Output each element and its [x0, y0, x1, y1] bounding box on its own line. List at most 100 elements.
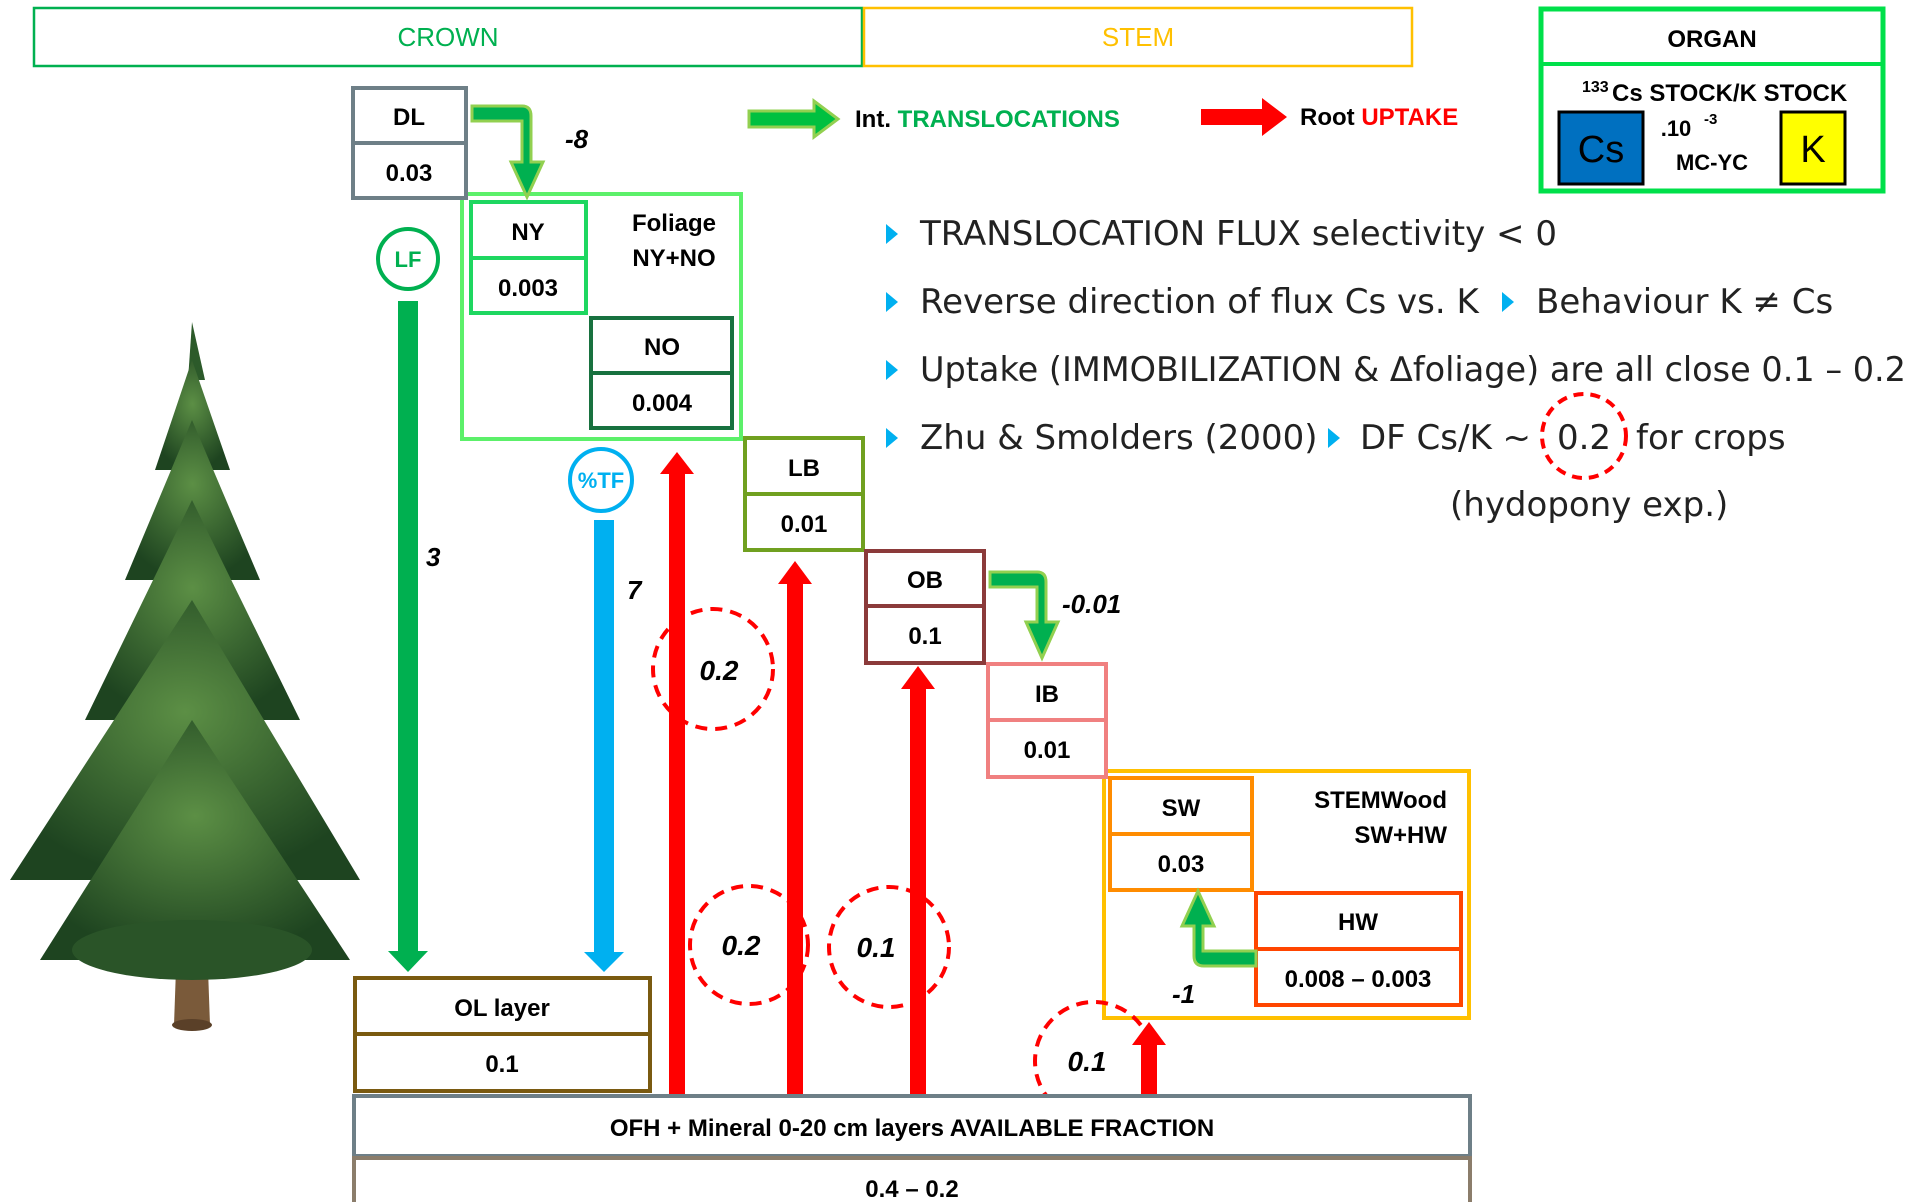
uptake-ob-value: 0.1 [857, 932, 896, 963]
uptake-stem-head [1132, 1022, 1166, 1045]
multiplier-exponent: -3 [1704, 111, 1717, 128]
uptake-foliage-value: 0.2 [700, 655, 739, 686]
df-highlight-circle [1540, 392, 1628, 480]
uptake-foliage: 0.2 [651, 452, 775, 1094]
translocation-hw-sw-value: -1 [1172, 979, 1195, 1009]
uptake-foliage-circle [651, 607, 775, 731]
tree-illustration [10, 322, 360, 1031]
stock-label: Cs STOCK/K STOCK [1612, 80, 1848, 107]
ob-name: OB [907, 567, 943, 594]
arrow-legend: Int. TRANSLOCATIONS Root UPTAKE [747, 98, 1458, 140]
no-value: 0.004 [632, 390, 693, 417]
int-label: Int. TRANSLOCATIONS [855, 106, 1120, 133]
sw-value: 0.03 [1158, 851, 1205, 878]
uptake-lb-shaft [787, 584, 803, 1094]
organ-box-ny: NY 0.003 [469, 200, 588, 315]
lf-circle [376, 227, 440, 291]
stock-superscript: 133 [1582, 79, 1609, 96]
organ-title: ORGAN [1667, 26, 1756, 53]
uptake-lb: 0.2 [688, 561, 812, 1094]
bullet-4c: 0.2 [1557, 418, 1611, 458]
bullet-marker-4 [886, 428, 898, 448]
root-label: Root UPTAKE [1300, 104, 1458, 131]
hw-value: 0.008 – 0.003 [1285, 966, 1432, 993]
uptake-stem-circle [1033, 1000, 1155, 1122]
bullet-2a: Reverse direction of flux Cs vs. K [920, 282, 1480, 322]
organ-box-sw: SW 0.03 [1108, 776, 1254, 892]
bullet-4d: for crops [1636, 418, 1786, 458]
ib-name: IB [1035, 681, 1059, 708]
organ-box-ib: IB 0.01 [986, 662, 1108, 779]
bullet-4b: DF Cs/K ~ [1360, 418, 1531, 458]
bullet-5: (hydopony exp.) [1450, 485, 1728, 525]
uptake-lb-value: 0.2 [722, 930, 761, 961]
uptake-legend-arrow [1201, 98, 1287, 136]
hw-name: HW [1338, 909, 1378, 936]
k-swatch [1779, 110, 1847, 186]
translocation-hw-sw-arrow [1179, 887, 1258, 968]
ny-name: NY [511, 219, 544, 246]
organ-box-hw: HW 0.008 – 0.003 [1254, 891, 1463, 1007]
stem-header: STEM [862, 6, 1414, 68]
uptake-ob-shaft [910, 689, 926, 1094]
organ-legend: ORGAN 133 Cs STOCK/K STOCK Cs .10 -3 MC-… [1538, 6, 1886, 194]
bullet-4a: Zhu & Smolders (2000) [920, 418, 1318, 458]
uptake-foliage-shaft [669, 474, 685, 1094]
bullet-2b: Behaviour K ≠ Cs [1536, 282, 1833, 322]
organ-box-lb: LB 0.01 [743, 436, 865, 552]
stemwood-label-1: STEMWood [1314, 787, 1447, 814]
bullet-marker-3 [886, 360, 898, 380]
no-name: NO [644, 334, 680, 361]
tf-arrow-shaft [594, 520, 614, 952]
translocation-legend-arrow [747, 98, 841, 140]
cs-swatch-label: Cs [1578, 129, 1624, 171]
site-label: MC-YC [1676, 150, 1748, 175]
translocation-ob-ib: -0.01 [988, 570, 1121, 662]
tf-circle [568, 447, 634, 513]
bullet-marker-1 [886, 224, 898, 244]
lf-flux: LF 3 [376, 227, 441, 972]
translocation-ob-ib-value: -0.01 [1062, 589, 1121, 619]
soil-value: 0.4 – 0.2 [865, 1176, 958, 1202]
uptake-lb-circle [688, 884, 810, 1006]
lb-name: LB [788, 455, 820, 482]
organ-box-ob: OB 0.1 [864, 549, 986, 665]
bullet-marker-2b [1502, 292, 1514, 312]
tf-label: %TF [578, 468, 624, 493]
organ-box-no: NO 0.004 [589, 316, 734, 430]
ol-value: 0.1 [485, 1051, 518, 1078]
bullet-1: TRANSLOCATION FLUX selectivity < 0 [919, 214, 1557, 254]
tf-flux: %TF 7 [568, 447, 643, 972]
uptake-stem: 0.1 [1033, 1000, 1166, 1122]
crown-label: CROWN [397, 22, 498, 52]
bullet-marker-4b [1328, 428, 1340, 448]
lf-arrow-head [388, 951, 428, 972]
uptake-lb-head [778, 561, 812, 584]
ol-name: OL layer [454, 995, 550, 1022]
uptake-ob-head [901, 666, 935, 689]
tf-arrow-head [584, 952, 624, 972]
translocation-hw-sw: -1 [1172, 887, 1258, 1009]
uptake-foliage-head [660, 452, 694, 474]
lf-value: 3 [426, 542, 441, 572]
bullet-3: Uptake (IMMOBILIZATION & Δfoliage) are a… [920, 350, 1906, 390]
ob-value: 0.1 [908, 623, 941, 650]
k-swatch-label: K [1800, 129, 1825, 171]
lf-label: LF [395, 247, 422, 272]
cs-swatch [1557, 110, 1645, 186]
stemwood-label-2: SW+HW [1354, 822, 1447, 849]
soil-name: OFH + Mineral 0-20 cm layers AVAILABLE F… [610, 1115, 1214, 1142]
uptake-ob-circle [827, 885, 951, 1009]
sw-name: SW [1162, 795, 1201, 822]
dl-value: 0.03 [386, 160, 433, 187]
multiplier-base: .10 [1661, 116, 1692, 141]
organ-box-ol: OL layer 0.1 [353, 976, 652, 1093]
organ-box-dl: DL 0.03 [351, 86, 468, 200]
crown-header: CROWN [32, 6, 864, 68]
soil-box: OFH + Mineral 0-20 cm layers AVAILABLE F… [352, 1094, 1472, 1202]
translocation-dl-ny-arrow [470, 104, 546, 201]
lb-value: 0.01 [781, 511, 828, 538]
translocation-ob-ib-arrow [988, 570, 1061, 662]
bullet-marker-2 [886, 292, 898, 312]
uptake-stem-value: 0.1 [1068, 1046, 1107, 1077]
